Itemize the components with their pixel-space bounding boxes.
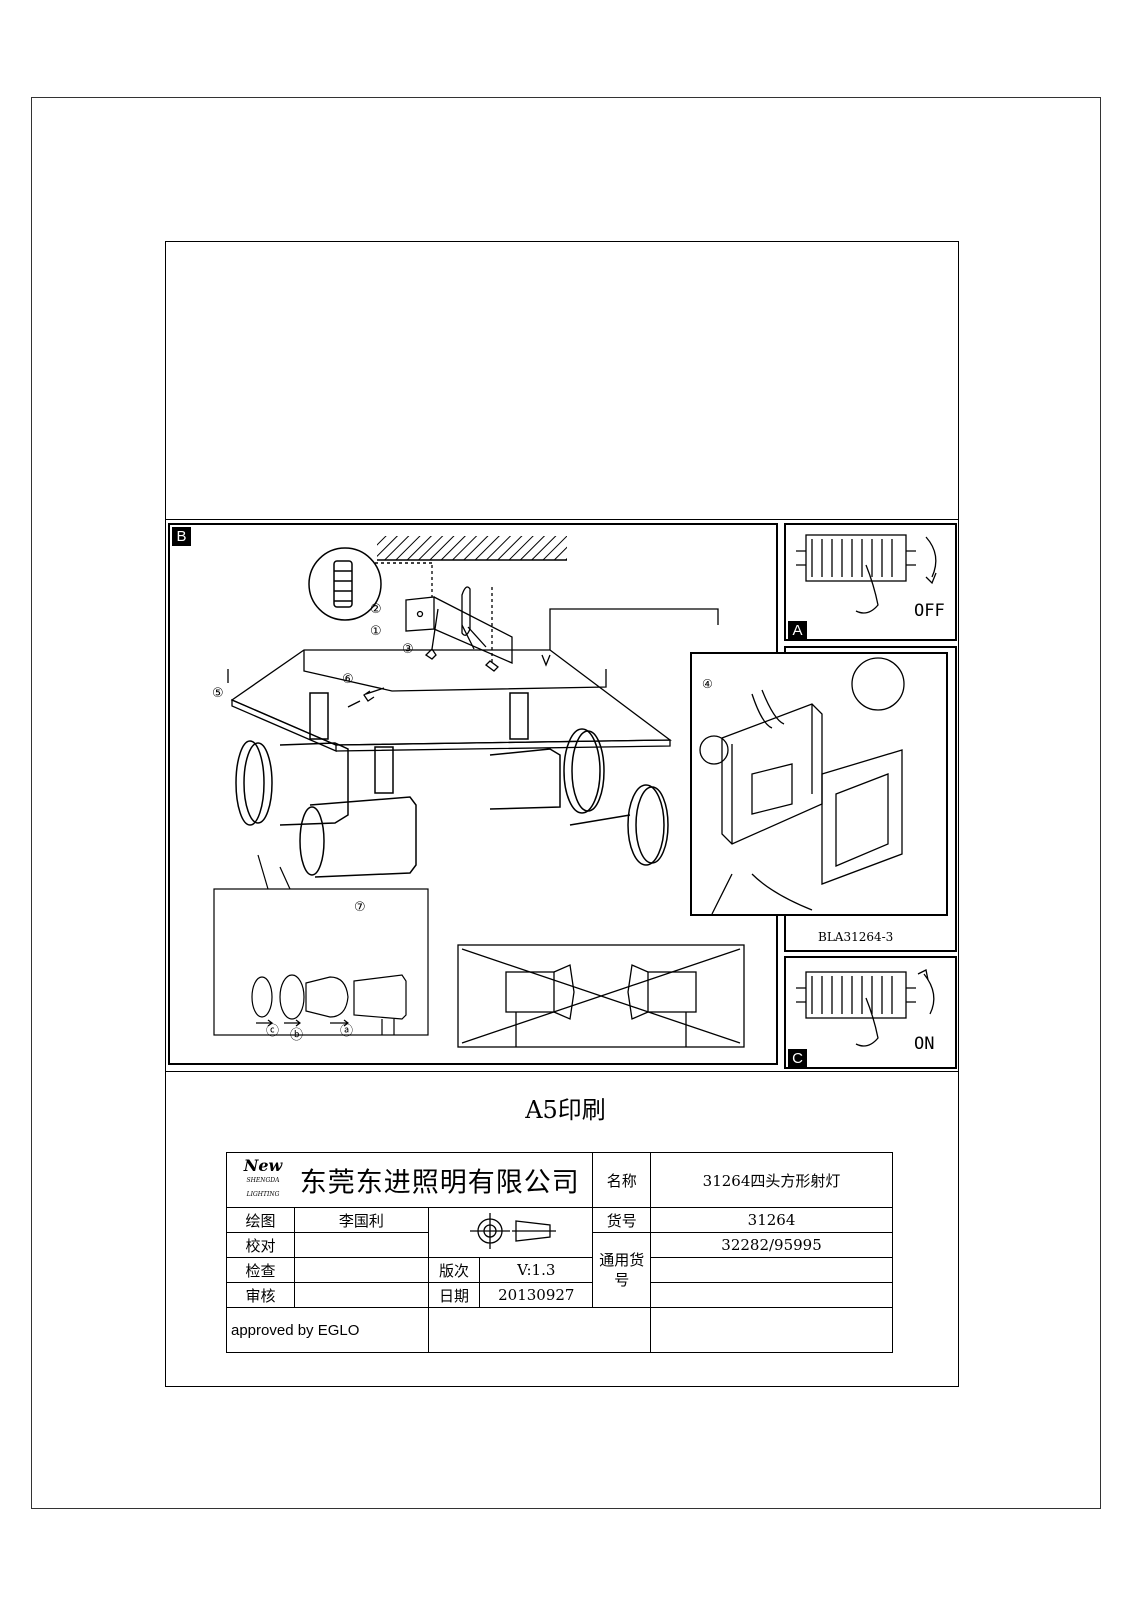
installation-illustration: ① ② ③ ⑤ ⑥ ⑦ ⓒ ⓑ ⓐ: [212, 536, 745, 1048]
panel-b-installation: B: [168, 523, 778, 1065]
version-value: V:1.3: [479, 1257, 594, 1283]
step-5-label: ⑤: [212, 686, 224, 701]
on-label: ON: [914, 1034, 935, 1054]
circuit-breaker-off-icon: [796, 534, 937, 614]
company-name: 东莞东进照明有限公司: [299, 1167, 580, 1199]
panel-b-letter: B: [172, 527, 191, 546]
date-label: 日期: [427, 1282, 481, 1308]
common-no-value: 32282/95995: [650, 1232, 893, 1258]
document-frame: [165, 241, 959, 1387]
title-block-table: New SHENGDA LIGHTING 东莞东进照明有限公司 名称 31264…: [225, 1152, 893, 1353]
drawn-value: 李国利: [293, 1207, 429, 1233]
page-outer-frame: [31, 97, 1101, 1509]
common-no-label: 通用货号: [592, 1232, 652, 1308]
top-section-divider: [165, 519, 959, 520]
checked-value: [293, 1232, 429, 1258]
step-number-labels: ① ② ③ ⑤ ⑥ ⑦ ⓒ ⓑ ⓐ: [212, 602, 414, 1043]
common-no-extra-2: [650, 1282, 893, 1308]
step-2-label: ②: [370, 602, 382, 617]
panel-c-letter: C: [788, 1049, 807, 1067]
junction-box-illustration: ④: [699, 657, 905, 915]
panel-c-switch-on: ON C: [784, 956, 957, 1069]
approved-by: approved by EGLO: [226, 1307, 429, 1353]
inspect-label: 检查: [226, 1257, 295, 1283]
lamp-step-a-label: ⓐ: [340, 1024, 353, 1039]
logo-sub1: SHENGDA: [246, 1177, 280, 1184]
projection-symbol-cell: [427, 1207, 594, 1258]
step-4-label: ④: [702, 677, 713, 691]
lamp-step-b-label: ⓑ: [290, 1028, 303, 1043]
wall-plug-detail-icon: [308, 547, 432, 621]
footer-blank-2: [650, 1307, 893, 1353]
approve-value: [293, 1282, 429, 1308]
panel-a-switch-off: OFF A: [784, 523, 957, 641]
spotlight-heads-icon: [235, 692, 669, 878]
screw-icons: [227, 608, 499, 708]
footer-blank-1: [427, 1307, 652, 1353]
bottom-section-divider: [165, 1071, 959, 1072]
common-no-extra: [650, 1257, 893, 1283]
drawing-code: BLA31264-3: [818, 930, 894, 944]
ceiling-hatch: [377, 536, 567, 561]
circuit-breaker-on-icon: [796, 969, 935, 1047]
off-label: OFF: [914, 601, 945, 621]
name-label: 名称: [592, 1152, 652, 1208]
print-size-note: A5印刷: [525, 1096, 606, 1124]
step-7-label: ⑦: [354, 900, 366, 915]
step-3-label: ③: [402, 642, 414, 657]
step-6-label: ⑥: [342, 672, 354, 687]
logo-mark: New: [243, 1156, 283, 1175]
date-value: 20130927: [479, 1282, 594, 1308]
version-label: 版次: [427, 1257, 481, 1283]
item-no-value: 31264: [650, 1207, 893, 1233]
inspect-value: [293, 1257, 429, 1283]
company-header-cell: New SHENGDA LIGHTING 东莞东进照明有限公司: [225, 1152, 594, 1208]
company-logo: New SHENGDA LIGHTING: [231, 1158, 295, 1200]
panel-a-letter: A: [788, 621, 807, 639]
lamp-detail-box: [213, 854, 429, 1036]
drawn-label: 绘图: [226, 1207, 295, 1233]
wrong-orientation-box: [457, 944, 745, 1048]
approve-label: 审核: [226, 1282, 295, 1308]
logo-sub2: LIGHTING: [246, 1191, 280, 1198]
base-plate-icon: [230, 608, 719, 752]
lamp-step-c-label: ⓒ: [266, 1024, 279, 1039]
checked-label: 校对: [226, 1232, 295, 1258]
name-value: 31264四头方形射灯: [650, 1152, 893, 1208]
step-1-label: ①: [370, 624, 382, 639]
item-no-label: 货号: [592, 1207, 652, 1233]
wiring-detail-box: ④: [690, 652, 948, 916]
third-angle-projection-icon: [469, 1212, 556, 1249]
